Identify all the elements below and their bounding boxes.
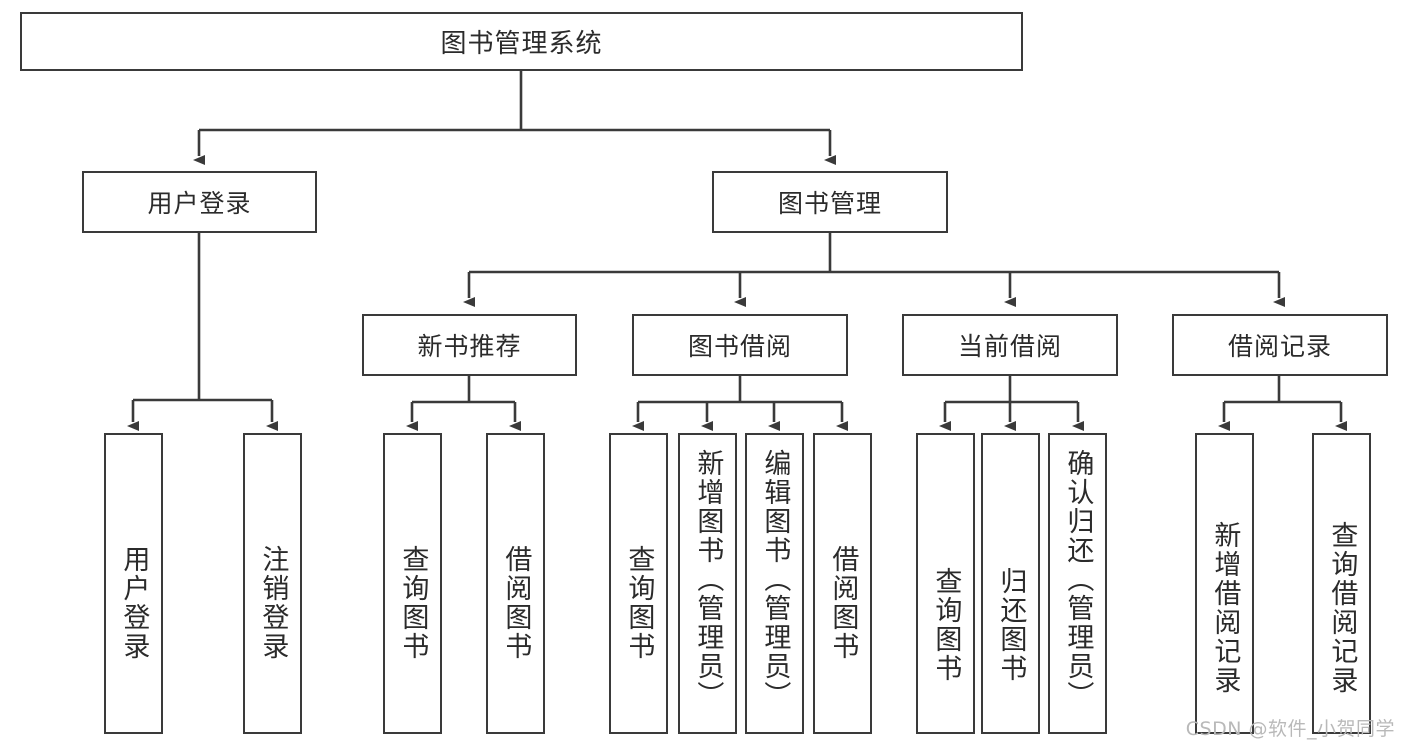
leaf-user-login[interactable]: 用户登录 xyxy=(104,433,163,734)
leaf-query-record[interactable]: 查询借阅记录 xyxy=(1312,433,1371,734)
leaf-confirm-return-label: 确认归还（管理员） xyxy=(1062,449,1094,710)
node-root[interactable]: 图书管理系统 xyxy=(20,12,1023,71)
node-root-label: 图书管理系统 xyxy=(440,29,603,59)
leaf-query-book-1[interactable]: 查询图书 xyxy=(383,433,442,734)
leaf-query-book-3-label: 查询图书 xyxy=(930,567,962,683)
leaf-confirm-return[interactable]: 确认归还（管理员） xyxy=(1048,433,1107,734)
node-current-borrow[interactable]: 当前借阅 xyxy=(902,314,1118,376)
leaf-borrow-book-1[interactable]: 借阅图书 xyxy=(486,433,545,734)
watermark: CSDN @软件_小贺同学 xyxy=(1185,718,1395,740)
node-new-book-recommend[interactable]: 新书推荐 xyxy=(362,314,577,376)
leaf-edit-book-label: 编辑图书（管理员） xyxy=(759,449,791,710)
leaf-user-login-label: 用户登录 xyxy=(118,545,150,661)
leaf-return-book-label: 归还图书 xyxy=(995,567,1027,683)
node-book-borrow[interactable]: 图书借阅 xyxy=(632,314,848,376)
leaf-query-book-2[interactable]: 查询图书 xyxy=(609,433,668,734)
leaf-borrow-book-2[interactable]: 借阅图书 xyxy=(813,433,872,734)
node-borrow-record-label: 借阅记录 xyxy=(1227,332,1332,361)
leaf-logout-login[interactable]: 注销登录 xyxy=(243,433,302,734)
node-book-borrow-label: 图书借阅 xyxy=(687,332,792,361)
leaf-query-book-1-label: 查询图书 xyxy=(397,545,429,661)
node-current-borrow-label: 当前借阅 xyxy=(957,332,1062,361)
leaf-return-book[interactable]: 归还图书 xyxy=(981,433,1040,734)
leaf-borrow-book-1-label: 借阅图书 xyxy=(500,545,532,661)
node-book-manage[interactable]: 图书管理 xyxy=(712,171,948,233)
leaf-query-record-label: 查询借阅记录 xyxy=(1326,521,1358,695)
leaf-query-book-3[interactable]: 查询图书 xyxy=(916,433,975,734)
node-user-login[interactable]: 用户登录 xyxy=(82,171,317,233)
node-book-manage-label: 图书管理 xyxy=(777,189,882,218)
leaf-add-record-label: 新增借阅记录 xyxy=(1209,521,1241,695)
leaf-add-book[interactable]: 新增图书（管理员） xyxy=(678,433,737,734)
leaf-add-book-label: 新增图书（管理员） xyxy=(692,449,724,710)
leaf-edit-book[interactable]: 编辑图书（管理员） xyxy=(745,433,804,734)
node-user-login-label: 用户登录 xyxy=(147,189,252,218)
node-borrow-record[interactable]: 借阅记录 xyxy=(1172,314,1388,376)
leaf-query-book-2-label: 查询图书 xyxy=(623,545,655,661)
leaf-add-record[interactable]: 新增借阅记录 xyxy=(1195,433,1254,734)
leaf-borrow-book-2-label: 借阅图书 xyxy=(827,545,859,661)
node-new-book-recommend-label: 新书推荐 xyxy=(417,332,522,361)
leaf-logout-login-label: 注销登录 xyxy=(257,545,289,661)
